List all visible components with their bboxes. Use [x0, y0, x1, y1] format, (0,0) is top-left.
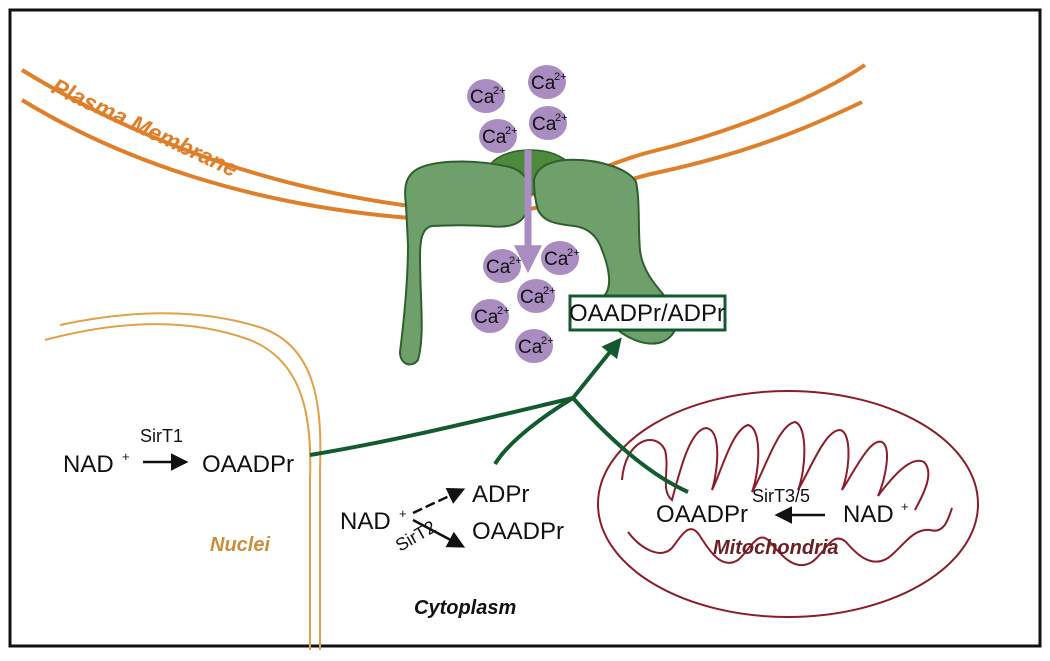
- mito-product: OAADPr: [656, 501, 748, 528]
- transport-arrows: [309, 337, 689, 494]
- calcium-ion-label: Ca: [531, 73, 556, 94]
- calcium-ion-charge: 2+: [509, 255, 522, 267]
- mitochondria-label: Mitochondria: [713, 537, 839, 559]
- calcium-ion-label: Ca: [474, 307, 499, 328]
- calcium-ion-charge: 2+: [505, 125, 518, 137]
- calcium-ion-charge: 2+: [554, 71, 567, 83]
- calcium-ion-icon: Ca2+: [471, 299, 510, 333]
- cytoplasm-arrow-oaadpr: [412, 518, 466, 548]
- calcium-ion-icon: Ca2+: [529, 106, 568, 140]
- calcium-ion-charge: 2+: [555, 112, 568, 124]
- nucleus-product: OAADPr: [202, 451, 294, 478]
- calcium-ion-label: Ca: [532, 114, 557, 135]
- calcium-ion-icon: Ca2+: [467, 79, 506, 113]
- cytoplasm-product-2: OAADPr: [472, 518, 564, 545]
- calcium-ion-icon: Ca2+: [515, 329, 554, 363]
- figure-frame: [8, 8, 1042, 648]
- calcium-ion-label: Ca: [520, 287, 545, 308]
- cytoplasm-substrate-charge: +: [399, 506, 407, 521]
- mito-to-channel-arrow: [571, 396, 689, 494]
- calcium-ion-charge: 2+: [543, 285, 556, 297]
- calcium-ion-icon: Ca2+: [517, 279, 556, 313]
- cytoplasm-label: Cytoplasm: [414, 597, 516, 619]
- nuclear-envelope-icon: [44, 312, 322, 650]
- nucleus-substrate: NAD: [63, 451, 114, 478]
- mito-reaction: OAADPr SirT3/5 NAD +: [656, 486, 909, 528]
- calcium-ion-label: Ca: [518, 337, 543, 358]
- calcium-ion-icon: Ca2+: [479, 119, 518, 153]
- cytoplasm-product-1: ADPr: [472, 481, 529, 508]
- calcium-ion-icon: Ca2+: [483, 249, 522, 283]
- calcium-ion-charge: 2+: [493, 85, 506, 97]
- calcium-ion-label: Ca: [486, 257, 511, 278]
- product-box-label: OAADPr/ADPr: [569, 300, 725, 327]
- cytoplasm-arrow-adpr: [412, 488, 466, 515]
- mito-substrate-charge: +: [901, 499, 909, 514]
- mito-enzyme: SirT3/5: [752, 486, 810, 506]
- calcium-ion-icon: Ca2+: [528, 65, 567, 99]
- cytoplasm-substrate: NAD: [340, 508, 391, 535]
- calcium-ion-charge: 2+: [541, 335, 554, 347]
- calcium-ion-charge: 2+: [497, 305, 510, 317]
- mito-substrate: NAD: [843, 501, 894, 528]
- cytoplasm-to-channel-arrow: [493, 396, 575, 466]
- calcium-ion-icon: Ca2+: [541, 241, 580, 275]
- nuclei-label: Nuclei: [210, 534, 270, 556]
- product-box: OAADPr/ADPr: [568, 294, 727, 332]
- nucleus-to-channel-arrow: [309, 396, 574, 457]
- channel-activation-arrow: [571, 337, 622, 400]
- nucleus-reaction: NAD + SirT1 OAADPr: [63, 426, 294, 478]
- nucleus-enzyme: SirT1: [140, 426, 183, 446]
- calcium-ions: Ca2+Ca2+Ca2+Ca2+Ca2+Ca2+Ca2+Ca2+Ca2+: [467, 65, 580, 363]
- calcium-ion-label: Ca: [482, 127, 507, 148]
- nucleus-substrate-charge: +: [122, 449, 130, 464]
- mitochondrion-icon: [597, 390, 979, 618]
- calcium-ion-label: Ca: [544, 249, 569, 270]
- calcium-ion-label: Ca: [470, 87, 495, 108]
- calcium-ion-charge: 2+: [567, 247, 580, 259]
